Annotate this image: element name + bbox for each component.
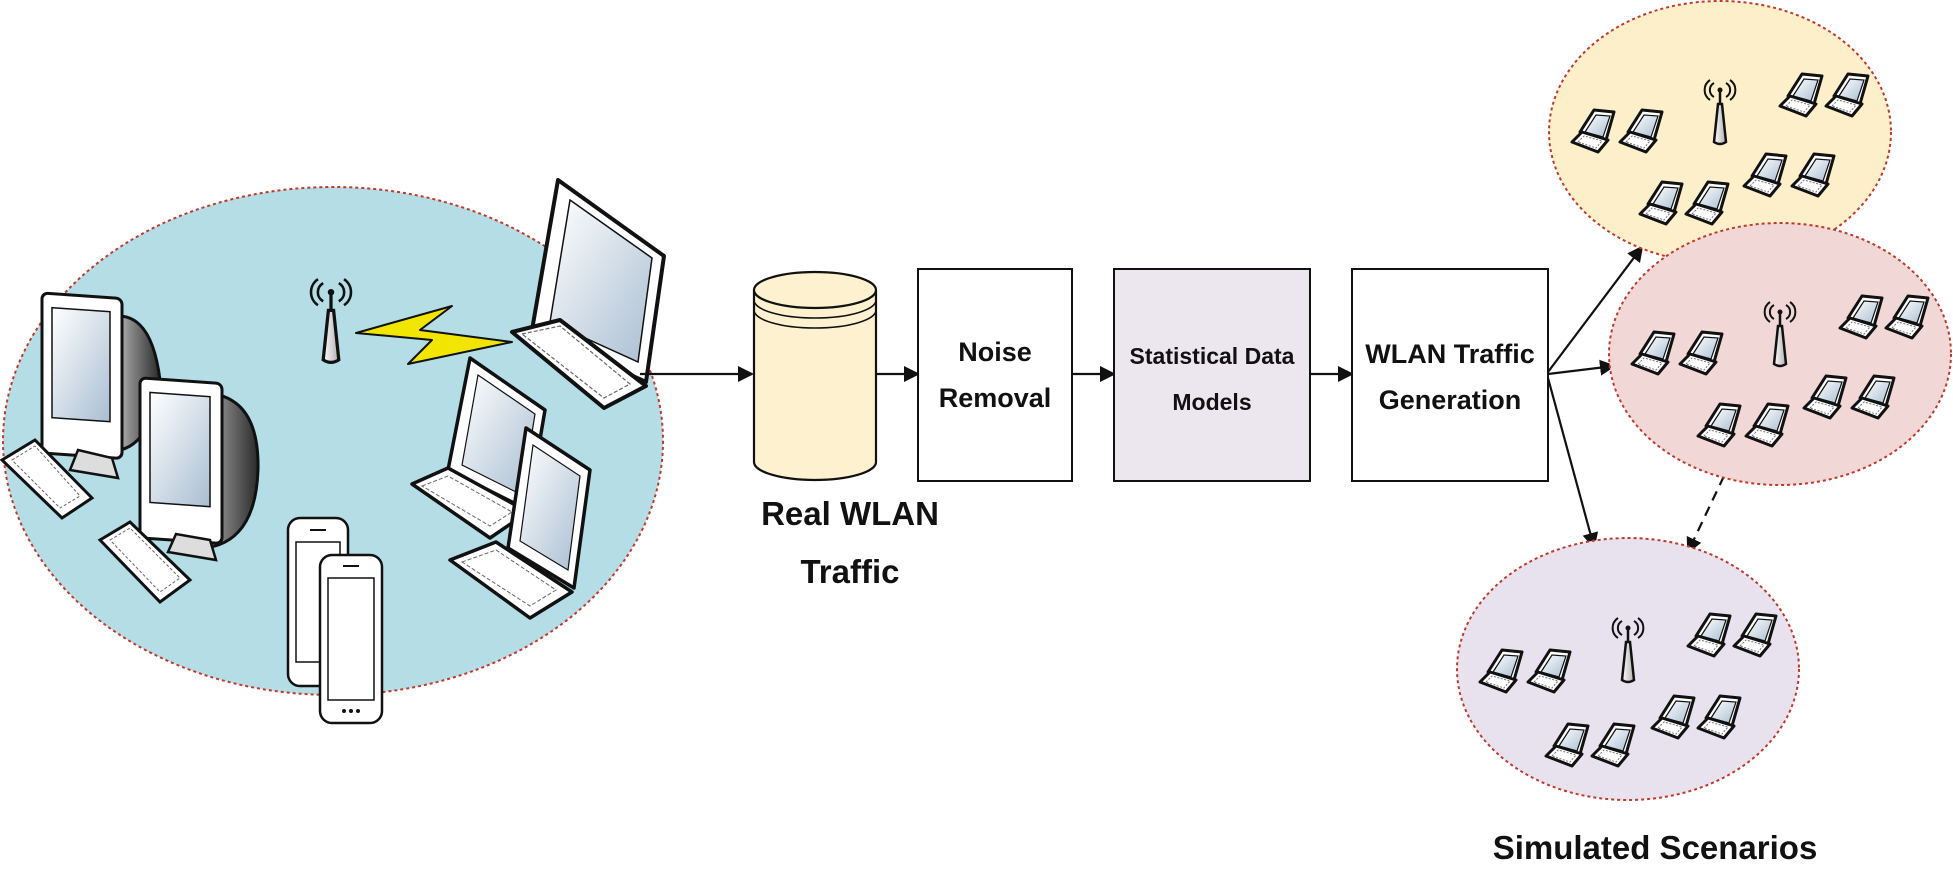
database-label-line1: Real WLAN	[761, 495, 939, 532]
laptop-icon	[510, 178, 666, 410]
arrow-generation-to-scenario1	[1547, 245, 1644, 373]
arrow-generation-to-scenario2	[1547, 359, 1616, 376]
arrow-generation-to-scenario3	[1546, 377, 1599, 549]
statistical-models-box	[1113, 268, 1311, 482]
database-icon	[752, 270, 878, 482]
traffic-generation-box	[1351, 268, 1549, 482]
keyboard-icon	[0, 438, 95, 520]
noise-removal-label: Noise Removal	[918, 329, 1072, 421]
statistical-models-line1: Statistical Data	[1129, 343, 1295, 369]
traffic-generation-line1: WLAN Traffic	[1365, 339, 1535, 369]
laptop-icon	[410, 356, 547, 540]
traffic-generation-line2: Generation	[1378, 385, 1522, 415]
database-label-line2: Traffic	[800, 553, 900, 590]
simulated-scenarios-caption: Simulated Scenarios	[1492, 829, 1818, 866]
database-label: Real WLAN Traffic	[700, 485, 1000, 601]
traffic-generation-label: WLAN Traffic Generation	[1352, 331, 1548, 423]
smartphone-icon	[318, 553, 384, 725]
desktop-computer-icon	[40, 291, 162, 480]
simulated-scenario-3	[1456, 537, 1800, 801]
laptop-icon	[448, 426, 592, 620]
wireless-link-icon	[355, 305, 513, 365]
statistical-models-label: Statistical Data Models	[1114, 333, 1310, 425]
statistical-models-line2: Models	[1172, 389, 1252, 415]
desktop-computer-icon	[138, 376, 260, 562]
noise-removal-line2: Removal	[938, 383, 1052, 413]
arrow-scenario2-to-scenario3	[1686, 475, 1725, 554]
simulated-scenario-1	[1548, 0, 1892, 264]
keyboard-icon	[97, 520, 193, 604]
noise-removal-box	[917, 268, 1073, 482]
noise-removal-line1: Noise	[958, 337, 1032, 367]
simulated-scenario-2	[1608, 222, 1952, 486]
